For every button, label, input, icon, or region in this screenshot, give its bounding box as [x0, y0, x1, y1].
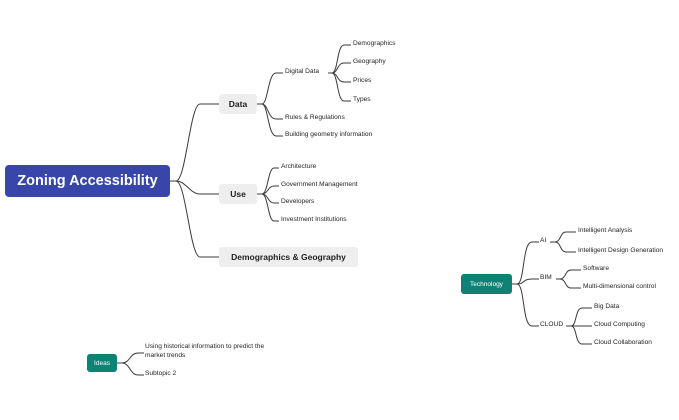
- branch-use[interactable]: Use: [219, 184, 257, 204]
- floating-topic-ideas[interactable]: Ideas: [87, 354, 117, 372]
- subtopic-2[interactable]: Subtopic 2: [145, 370, 177, 377]
- subtopic-geography[interactable]: Geography: [353, 58, 386, 65]
- floating-topic-ideas-label: Ideas: [94, 359, 110, 367]
- root-topic[interactable]: Zoning Accessibility: [5, 165, 170, 197]
- connector-data-building: [257, 103, 283, 137]
- connector-cloud-collab: [566, 325, 592, 345]
- connector-use-developers: [257, 193, 279, 204]
- connector-digital-types: [328, 72, 351, 102]
- connector-ai-design: [550, 241, 576, 253]
- subtopic-intelligent-analysis[interactable]: Intelligent Analysis: [578, 227, 633, 234]
- connector-ideas-historical: [117, 352, 144, 364]
- subtopic-intelligent-design-generation[interactable]: Intelligent Design Generation: [578, 247, 664, 254]
- subtopic-historical-prediction[interactable]: Using historical information to predict …: [145, 343, 264, 360]
- subtopic-investment-institutions[interactable]: Investment Institutions: [281, 216, 347, 223]
- connector-bim-multi: [556, 278, 581, 289]
- branch-demographics-geography-label: Demographics & Geography: [231, 252, 346, 262]
- connector-tech-bim: [512, 278, 539, 285]
- connector-use-investment: [257, 193, 279, 222]
- subtopic-rules-regulations[interactable]: Rules & Regulations: [285, 114, 345, 121]
- connector-root-data: [170, 103, 219, 182]
- subtopic-prices[interactable]: Prices: [353, 77, 372, 84]
- subtopic-architecture[interactable]: Architecture: [281, 163, 317, 170]
- subtopic-bim[interactable]: BIM: [540, 274, 552, 281]
- subtopic-historical-prediction-line1: Using historical information to predict …: [145, 343, 265, 350]
- subtopic-cloud-computing[interactable]: Cloud Computing: [594, 321, 645, 328]
- connector-digital-geography: [328, 62, 351, 74]
- connector-tech-ai: [512, 241, 539, 285]
- subtopic-digital-data[interactable]: Digital Data: [285, 68, 320, 75]
- subtopic-building-geometry[interactable]: Building geometry information: [285, 131, 373, 138]
- subtopic-demographics[interactable]: Demographics: [353, 40, 396, 47]
- connector-use-government: [257, 185, 279, 195]
- connector-bim-software: [556, 269, 581, 280]
- subtopic-big-data[interactable]: Big Data: [594, 303, 620, 310]
- connector-digital-demographics: [328, 44, 351, 74]
- subtopic-developers[interactable]: Developers: [281, 198, 315, 205]
- subtopic-types[interactable]: Types: [353, 96, 371, 103]
- root-topic-label: Zoning Accessibility: [17, 173, 158, 189]
- subtopic-multi-dimensional-control[interactable]: Multi-dimensional control: [583, 283, 656, 290]
- subtopic-government-management[interactable]: Government Management: [281, 181, 358, 188]
- floating-topic-technology[interactable]: Technology: [461, 274, 512, 294]
- floating-topic-technology-label: Technology: [470, 280, 503, 288]
- connector-root-demographics: [170, 180, 219, 258]
- connector-data-rules: [257, 103, 283, 120]
- connector-ai-analysis: [550, 231, 576, 243]
- connector-ideas-subtopic: [117, 362, 144, 376]
- subtopic-cloud[interactable]: CLOUD: [540, 321, 564, 328]
- branch-use-label: Use: [230, 189, 246, 199]
- branch-data[interactable]: Data: [219, 94, 257, 114]
- branch-demographics-geography[interactable]: Demographics & Geography: [219, 247, 358, 267]
- subtopic-ai[interactable]: AI: [540, 237, 547, 244]
- connector-data-digital: [257, 72, 283, 105]
- subtopic-historical-prediction-line2: market trends: [145, 351, 186, 359]
- connector-digital-prices: [328, 72, 351, 83]
- connector-cloud-bigdata: [566, 307, 592, 327]
- connector-tech-cloud: [512, 283, 539, 327]
- branch-data-label: Data: [228, 99, 248, 109]
- subtopic-cloud-collaboration[interactable]: Cloud Collaboration: [594, 339, 652, 346]
- subtopic-software[interactable]: Software: [583, 265, 610, 272]
- connector-root-use: [170, 180, 219, 195]
